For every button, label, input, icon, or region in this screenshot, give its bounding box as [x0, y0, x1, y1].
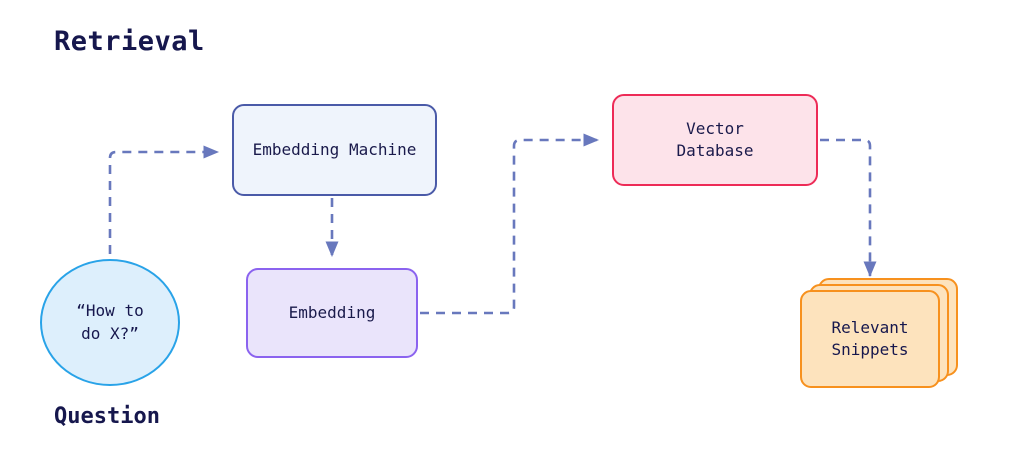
edge-embedding-to-vector-database — [420, 133, 600, 315]
edge-vector-database-to-relevant-snippets — [820, 138, 877, 278]
snippet-card-front: Relevant Snippets — [800, 290, 940, 388]
page-title: Retrieval — [54, 26, 205, 57]
node-question-caption: Question — [54, 404, 160, 429]
node-relevant-snippets[interactable]: Relevant Snippets — [800, 278, 958, 388]
node-question[interactable]: “How to do X?” — [40, 259, 180, 386]
node-vector-database[interactable]: Vector Database — [612, 94, 818, 186]
node-embedding[interactable]: Embedding — [246, 268, 418, 358]
node-embedding-machine[interactable]: Embedding Machine — [232, 104, 437, 196]
